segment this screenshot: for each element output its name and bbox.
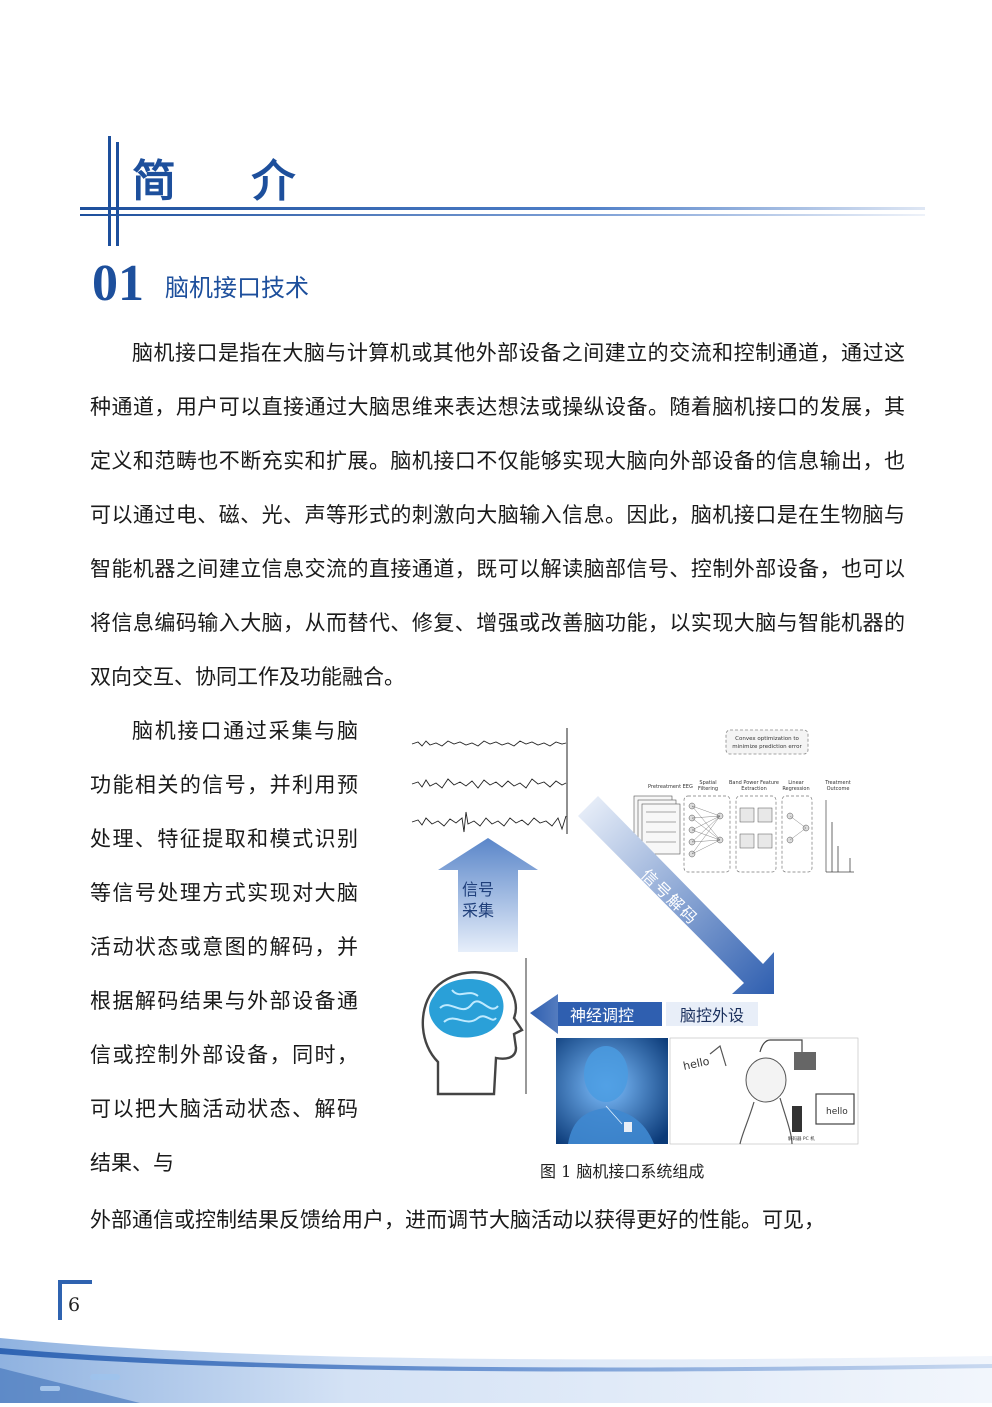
peripheral-label: 脑控外设 (680, 1006, 744, 1025)
svg-text:Filtering: Filtering (698, 786, 718, 792)
bci-diagram: Convex optimization to minimize predicti… (410, 728, 859, 1145)
neural-implant-image (556, 1038, 668, 1144)
section-number: 01 (92, 255, 144, 312)
peripheral-label-box: 脑控外设 (666, 1002, 758, 1026)
header-decor-bar (116, 142, 119, 246)
paragraph-column: 脑机接口通过采集与脑功能相关的信号，并利用预处理、特征提取和模式识别等信号处理方… (90, 719, 358, 1175)
paragraph: 脑机接口是指在大脑与计算机或其他外部设备之间建立的交流和控制通道，通过这种通道，… (90, 341, 905, 689)
section-title: 脑机接口技术 (165, 274, 309, 302)
svg-text:Regression: Regression (782, 786, 809, 792)
svg-text:Outcome: Outcome (827, 786, 850, 792)
header-rule (80, 207, 925, 210)
bci-figure: Convex optimization to minimize predicti… (408, 726, 860, 1150)
footer-decoration (0, 1318, 992, 1403)
svg-text:Band Power Feature: Band Power Feature (729, 780, 779, 786)
page-number: 6 (68, 1294, 81, 1316)
head-illustration (412, 958, 527, 1096)
svg-text:hello: hello (682, 1055, 711, 1073)
header-rule (80, 214, 925, 216)
svg-text:Linear: Linear (788, 780, 804, 786)
svg-text:Treatment: Treatment (824, 780, 850, 786)
page-number-bracket (58, 1280, 62, 1320)
bci-speller-image: hello hello 解码器 PC 机 (669, 1037, 859, 1145)
svg-text:解码器 PC 机: 解码器 PC 机 (788, 1135, 815, 1142)
svg-text:Pretreatment EEG: Pretreatment EEG (648, 784, 693, 790)
eeg-signal-panel (410, 728, 568, 836)
svg-text:Extraction: Extraction (741, 786, 767, 792)
paragraph-tail: 外部通信或控制结果反馈给用户，进而调节大脑活动以获得更好的性能。可见， (90, 1208, 825, 1232)
acquisition-label-line2: 采集 (462, 901, 494, 920)
neuromod-label: 神经调控 (570, 1006, 634, 1025)
page-title: 简 介 (132, 156, 326, 207)
acquisition-label-line1: 信号 (462, 880, 494, 899)
page-number-bracket (58, 1280, 92, 1284)
figure-caption: 图 1 脑机接口系统组成 (540, 1162, 705, 1181)
acquisition-arrow: 信号 采集 (438, 838, 538, 952)
neuromodulation-arrow: 神经调控 (530, 994, 662, 1034)
svg-text:hello: hello (826, 1107, 848, 1117)
svg-text:Spatial: Spatial (699, 780, 716, 786)
convex-label: Convex optimization to (735, 736, 799, 742)
svg-text:minimize prediction error: minimize prediction error (732, 744, 802, 750)
decoding-pipeline-diagram: Convex optimization to minimize predicti… (630, 729, 856, 900)
header-decor-bar (108, 136, 111, 246)
